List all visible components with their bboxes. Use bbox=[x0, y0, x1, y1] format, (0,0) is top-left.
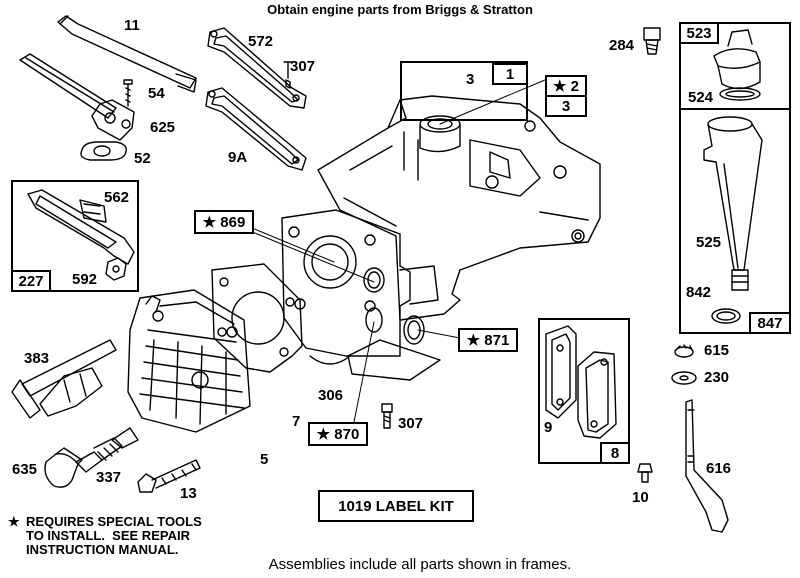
frame-crankcase bbox=[400, 61, 528, 121]
callout-842: 842 bbox=[686, 284, 712, 301]
ignition-parts-drawing bbox=[11, 339, 201, 493]
breather-bolt-drawing bbox=[643, 27, 661, 55]
crankcase-drawing bbox=[317, 95, 601, 321]
callout-635: 635 bbox=[12, 461, 38, 478]
dipstick-tube-drawing bbox=[703, 116, 763, 324]
callout-592: 592 bbox=[72, 271, 98, 288]
callout-box-2-special-tool: ★ 2 bbox=[545, 75, 587, 97]
callout-9: 9 bbox=[544, 419, 553, 436]
callout-615: 615 bbox=[704, 342, 730, 359]
callout-307-upper: 307 bbox=[290, 58, 316, 75]
callout-3: 3 bbox=[466, 71, 475, 88]
callout-box-871-special-tool: ★ 871 bbox=[458, 328, 518, 352]
breather-cover-drawing bbox=[545, 325, 617, 439]
callout-337: 337 bbox=[96, 469, 122, 486]
frame-control-bracket bbox=[11, 180, 139, 292]
head-bolt-drawing bbox=[381, 403, 393, 429]
washers-drawing bbox=[671, 344, 697, 385]
callout-625: 625 bbox=[150, 119, 176, 136]
callout-13: 13 bbox=[180, 485, 197, 502]
frame-breather-cover bbox=[538, 318, 630, 464]
assemblies-footer: Assemblies include all parts shown in fr… bbox=[268, 556, 572, 573]
callout-11: 11 bbox=[124, 17, 140, 34]
callout-10: 10 bbox=[632, 489, 649, 506]
callout-524: 524 bbox=[688, 89, 714, 106]
intake-gaskets-drawing bbox=[205, 27, 307, 171]
callout-306: 306 bbox=[318, 387, 344, 404]
diagram-title: Obtain engine parts from Briggs & Stratt… bbox=[267, 2, 533, 17]
drain-plug-drawing bbox=[637, 463, 653, 483]
governor-shaft-drawing bbox=[685, 399, 729, 533]
callout-3-boxed: 3 bbox=[561, 97, 571, 115]
callout-525: 525 bbox=[696, 234, 722, 251]
callout-9a: 9A bbox=[228, 149, 248, 166]
frame-dipstick-assembly bbox=[679, 108, 791, 334]
air-guide-drawing bbox=[19, 53, 135, 161]
callout-box-8: 8 bbox=[600, 442, 630, 464]
callout-box-3: 3 bbox=[545, 95, 587, 117]
special-tools-note-text: REQUIRES SPECIAL TOOLS TO INSTALL. SEE R… bbox=[26, 514, 202, 557]
callout-307-lower: 307 bbox=[398, 415, 424, 432]
callout-7: 7 bbox=[292, 413, 301, 430]
head-gasket-drawing bbox=[211, 263, 441, 381]
callout-box-870-special-tool: ★ 870 bbox=[308, 422, 368, 446]
callout-572: 572 bbox=[248, 33, 274, 50]
label-kit-box: 1019 LABEL KIT bbox=[318, 490, 474, 522]
callout-284: 284 bbox=[609, 37, 635, 54]
callout-5: 5 bbox=[260, 451, 269, 468]
breather-tube-drawing bbox=[57, 15, 197, 93]
callout-box-847: 847 bbox=[749, 312, 791, 334]
callout-52: 52 bbox=[134, 150, 151, 167]
cylinder-face-drawing bbox=[281, 209, 439, 365]
star-icon: ★ bbox=[8, 514, 20, 529]
callout-383: 383 bbox=[24, 350, 50, 367]
callout-box-227: 227 bbox=[11, 270, 51, 292]
control-bracket-drawing bbox=[27, 189, 135, 281]
callout-54: 54 bbox=[148, 85, 165, 102]
callout-box-523: 523 bbox=[679, 22, 719, 44]
cylinder-head-drawing bbox=[127, 289, 251, 433]
callout-230: 230 bbox=[704, 369, 730, 386]
callout-562: 562 bbox=[104, 189, 130, 206]
callout-box-1: 1 bbox=[492, 63, 528, 85]
callout-616: 616 bbox=[706, 460, 732, 477]
callout-box-869-special-tool: ★ 869 bbox=[194, 210, 254, 234]
dipstick-cap-drawing bbox=[713, 29, 761, 101]
